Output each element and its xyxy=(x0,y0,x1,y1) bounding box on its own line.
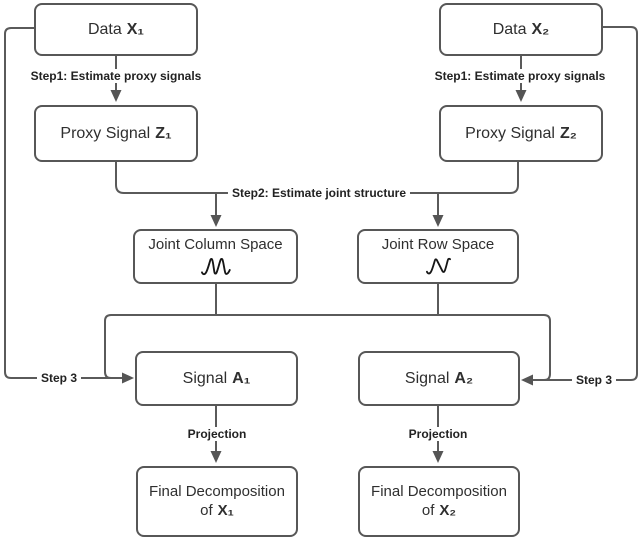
node-joint-column-space: Joint Column Space xyxy=(133,229,298,284)
label-projection-left: Projection xyxy=(183,427,251,441)
node-label: Proxy Signal Z₂ xyxy=(465,124,577,144)
node-data-x2: Data X₂ xyxy=(439,3,603,56)
connector-step3-right xyxy=(533,26,638,381)
node-label: Data X₂ xyxy=(493,20,550,40)
arrowhead-joint-column xyxy=(210,215,222,227)
node-var: X₁ xyxy=(126,20,145,38)
node-final-decomposition-x2: Final Decomposition of X₂ xyxy=(358,466,520,537)
node-final-decomposition-x1: Final Decomposition of X₁ xyxy=(136,466,298,537)
arrowhead-final-x2 xyxy=(432,451,444,463)
node-text: of xyxy=(200,501,213,519)
node-text: Data xyxy=(492,20,527,38)
node-text: Joint Column Space xyxy=(148,235,283,253)
node-signal-a1: Signal A₁ xyxy=(135,351,298,406)
arrowhead-proxy-z1 xyxy=(110,90,122,102)
label-step2: Step2: Estimate joint structure xyxy=(227,186,411,200)
label-step3-left: Step 3 xyxy=(36,371,82,385)
connector-lower-bus xyxy=(104,314,551,381)
node-text: Joint Row Space xyxy=(381,235,495,253)
node-var: X₂ xyxy=(439,501,457,519)
arrowhead-proxy-z2 xyxy=(515,90,527,102)
node-label: Proxy Signal Z₁ xyxy=(60,124,171,144)
arrowhead-final-x1 xyxy=(210,451,222,463)
node-text: Final Decomposition xyxy=(149,482,285,500)
label-step3-right: Step 3 xyxy=(571,373,617,387)
node-proxy-z1: Proxy Signal Z₁ xyxy=(34,105,198,162)
node-var: X₁ xyxy=(217,501,234,519)
node-text: of xyxy=(421,501,435,519)
node-data-x1: Data X₁ xyxy=(34,3,198,56)
script-capital-m-icon xyxy=(200,258,231,276)
node-var: Z₂ xyxy=(559,124,577,142)
node-text: Signal xyxy=(404,369,450,387)
node-var: A₁ xyxy=(232,369,251,387)
node-joint-row-space: Joint Row Space xyxy=(357,229,519,284)
label-projection-right: Projection xyxy=(404,427,472,441)
node-label: Signal A₂ xyxy=(405,369,473,389)
node-label: Signal A₁ xyxy=(183,369,251,389)
node-var: X₂ xyxy=(531,20,550,38)
connector-step3-left xyxy=(4,27,122,379)
node-text: Signal xyxy=(182,369,228,387)
node-label: Data X₁ xyxy=(88,20,144,40)
node-proxy-z2: Proxy Signal Z₂ xyxy=(439,105,603,162)
label-step1-left: Step1: Estimate proxy signals xyxy=(26,69,206,83)
arrowhead-signal-a2 xyxy=(521,374,533,386)
label-step1-right: Step1: Estimate proxy signals xyxy=(430,69,610,83)
node-text: Proxy Signal xyxy=(465,124,555,142)
node-var: A₂ xyxy=(454,369,474,387)
arrowhead-signal-a1 xyxy=(122,372,134,384)
node-text: Proxy Signal xyxy=(60,124,151,142)
node-signal-a2: Signal A₂ xyxy=(358,351,520,406)
node-label: of X₁ xyxy=(200,502,234,521)
node-var: Z₁ xyxy=(155,124,172,142)
arrowhead-joint-row xyxy=(432,215,444,227)
script-capital-n-icon xyxy=(425,258,451,275)
node-label: of X₂ xyxy=(422,502,456,521)
node-text: Data xyxy=(87,20,122,38)
node-text: Final Decomposition xyxy=(371,482,507,500)
